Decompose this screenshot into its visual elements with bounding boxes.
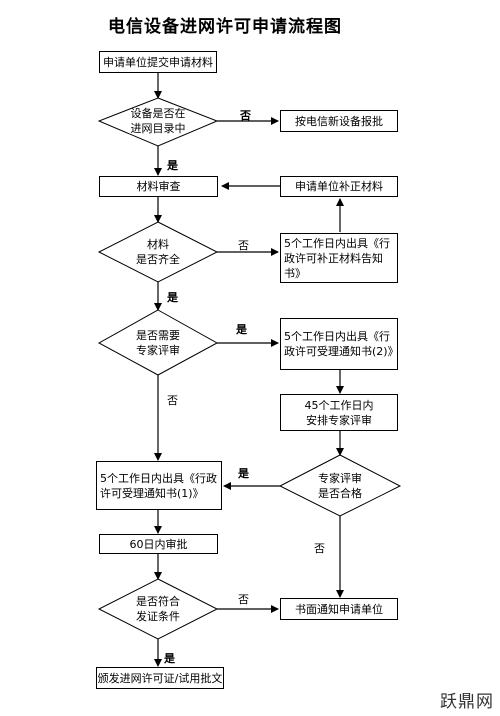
decision-expert-pass-text: 专家评审 是否合格 — [318, 472, 362, 500]
flowchart-title: 电信设备进网许可申请流程图 — [108, 17, 342, 37]
label-no-3: 否 — [167, 394, 178, 407]
node-supplement: 申请单位补正材料 — [280, 176, 398, 197]
decision-expert-pass-shape — [278, 454, 402, 517]
decision-complete-shape — [97, 221, 219, 283]
watermark-logo: 跃鼎网 — [440, 692, 494, 712]
label-no-1: 否 — [240, 109, 251, 122]
node-submit: 申请单位提交申请材料 — [99, 51, 217, 73]
label-no-2: 否 — [238, 239, 249, 252]
decision-need-expert-text: 是否需要 专家评审 — [136, 329, 180, 357]
label-yes-2: 是 — [167, 291, 178, 304]
decision-meet-conditions-shape — [97, 578, 219, 640]
label-no-4: 否 — [314, 542, 325, 555]
label-no-5: 否 — [238, 593, 249, 606]
node-supplement-notice: 5个工作日内出具《行政许可补正材料告知书》 — [280, 233, 398, 283]
label-yes-5: 是 — [164, 652, 175, 665]
label-yes-4: 是 — [238, 467, 249, 480]
decision-in-catalog-text: 设备是否在 进网目录中 — [130, 107, 186, 135]
label-yes-1: 是 — [167, 159, 178, 172]
decision-in-catalog-shape — [97, 97, 219, 147]
node-expert-arrange: 45个工作日内 安排专家评审 — [280, 394, 398, 431]
node-accept-notice-2: 5个工作日内出具《行政许可受理通知书(2)》 — [280, 318, 399, 370]
decision-need-expert-shape — [97, 309, 219, 376]
label-yes-3: 是 — [236, 323, 247, 336]
node-written-notice: 书面通知申请单位 — [280, 598, 398, 620]
node-approve-60: 60日内审批 — [99, 534, 218, 554]
node-new-device: 按电信新设备报批 — [280, 110, 398, 132]
node-issue: 颁发进网许可证/试用批文 — [96, 667, 224, 689]
decision-complete-text: 材料 是否齐全 — [136, 238, 180, 266]
node-accept-notice-1: 5个工作日内出具《行政许可受理通知书(1)》 — [96, 461, 222, 510]
decision-meet-conditions-text: 是否符合 发证条件 — [136, 595, 180, 623]
node-review-materials: 材料审查 — [99, 176, 218, 197]
